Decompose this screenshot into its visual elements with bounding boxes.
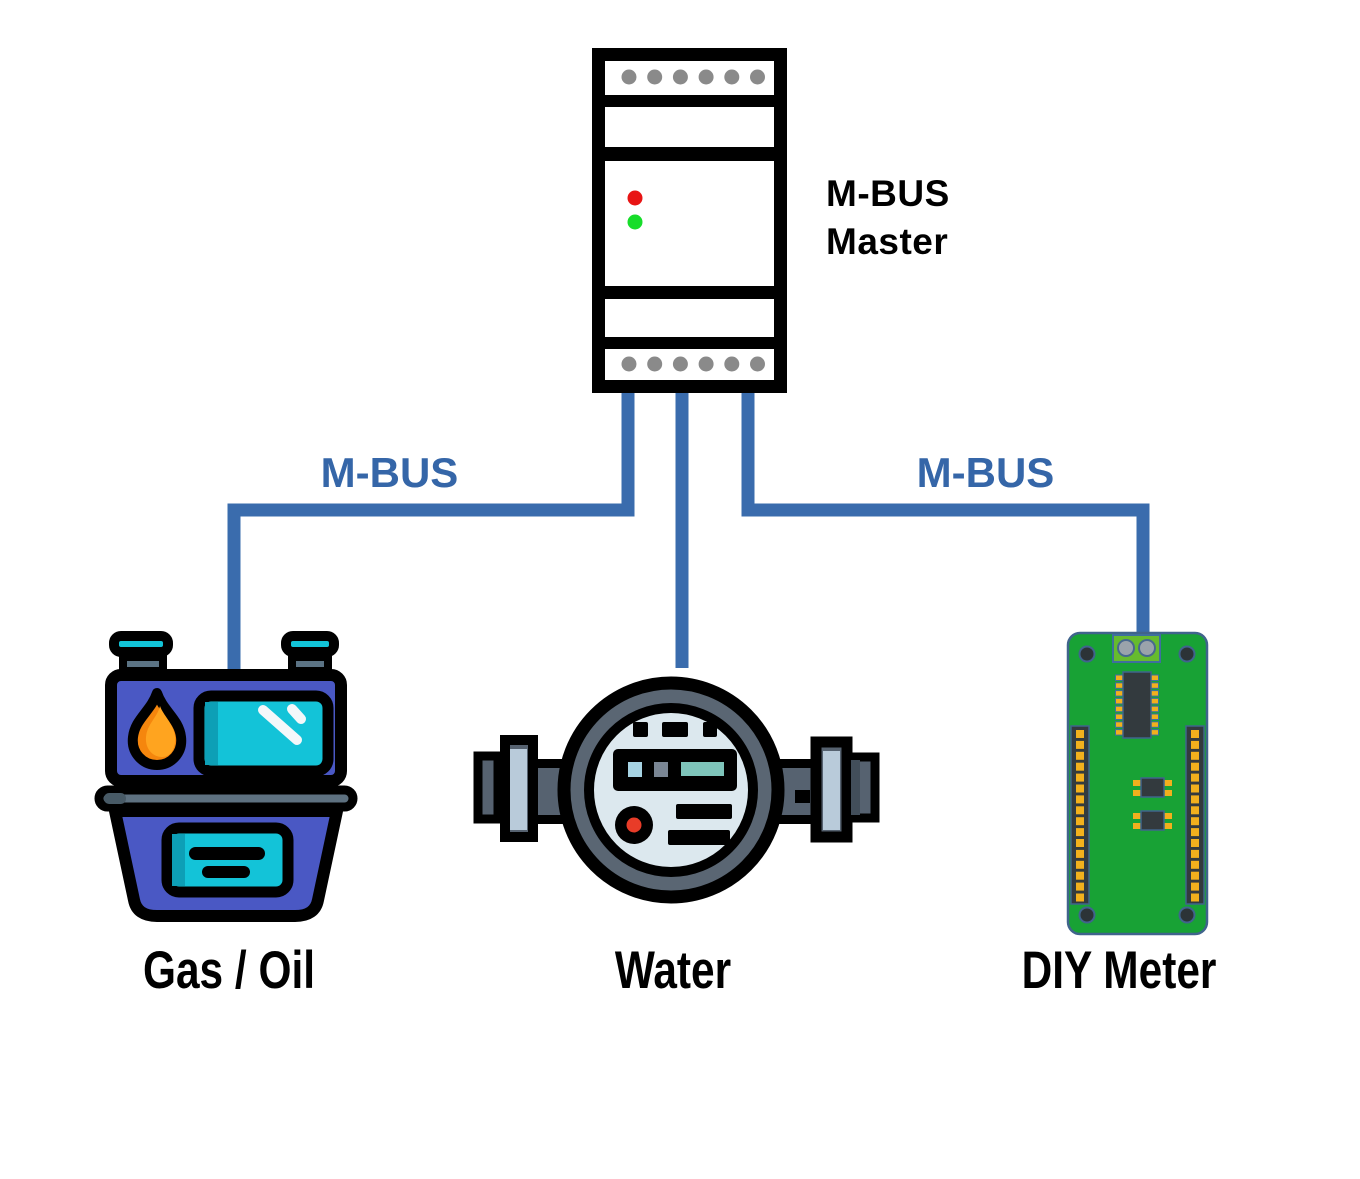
terminal-dots-bottom: [621, 356, 765, 372]
flame-highlight: [145, 706, 176, 757]
status-led-red: [627, 190, 643, 206]
wire-master-to-diy: [741, 388, 1150, 650]
pcb-mounting-holes: [1078, 645, 1196, 924]
master-divider: [599, 95, 780, 107]
water-meter-dial: [613, 722, 737, 845]
master-divider: [599, 286, 780, 299]
pcb-pin-header-left: [1070, 725, 1090, 905]
master-divider: [599, 147, 780, 161]
wire-master-to-gas: [227, 388, 635, 676]
master-label: M-BUS Master: [826, 173, 950, 262]
pcb-ic-chip: [1115, 671, 1159, 739]
pcb-pin-header-right: [1185, 725, 1205, 905]
pcb-smd-component: [1133, 777, 1172, 798]
gas-pipe-cap-left: [109, 631, 173, 657]
pcb-smd-component: [1133, 810, 1172, 831]
mbus-wires: [227, 388, 1150, 676]
din-rail-module-icon: [592, 48, 787, 393]
bus-label-left: M-BUS: [320, 449, 459, 496]
glass-shine: [258, 704, 306, 745]
gas-meter-icon: [94, 631, 358, 922]
water-meter-icon: [473, 676, 880, 904]
gas-meter-label: Gas / Oil: [142, 941, 316, 1000]
status-led-green: [627, 214, 643, 230]
gas-pipe-cap-right: [281, 631, 339, 657]
bus-label-right: M-BUS: [916, 449, 1055, 496]
pcb-board-icon: [1066, 631, 1209, 936]
terminal-dots-top: [621, 69, 765, 85]
water-meter-label: Water: [614, 941, 732, 1000]
master-divider: [599, 337, 780, 349]
gas-pipe-band: [94, 785, 358, 812]
diy-meter-label: DIY Meter: [1021, 941, 1217, 1000]
pcb-screw-terminal: [1112, 634, 1161, 663]
water-register-panel: [613, 749, 737, 791]
